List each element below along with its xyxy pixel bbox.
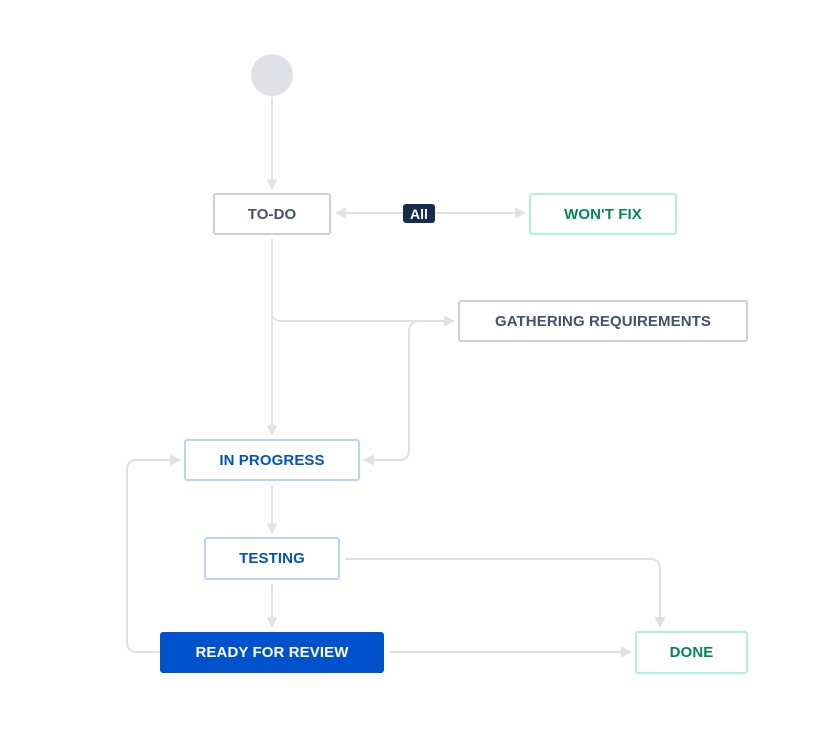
status-in-progress-label: IN PROGRESS [219,451,325,469]
start-node [251,54,293,96]
status-done[interactable]: DONE [635,631,748,674]
status-gathering-requirements-label: GATHERING REQUIREMENTS [494,312,712,330]
status-done-label: DONE [669,644,714,661]
status-todo[interactable]: TO-DO [213,193,331,235]
status-ready-for-review-label: READY FOR REVIEW [195,644,349,661]
status-gathering-requirements[interactable]: GATHERING REQUIREMENTS [458,300,748,342]
transition-gathering-to-inprogress[interactable] [362,320,421,466]
status-wont-fix[interactable]: WON'T FIX [529,193,677,235]
transition-testing-to-done[interactable] [345,558,666,629]
status-testing[interactable]: TESTING [204,537,340,580]
transition-todo-to-gathering[interactable] [271,311,456,327]
status-ready-for-review[interactable]: READY FOR REVIEW [160,632,384,673]
status-wont-fix-label: WON'T FIX [564,205,642,223]
status-testing-label: TESTING [239,550,305,567]
transition-review-to-inprogress[interactable] [126,454,182,653]
status-in-progress[interactable]: IN PROGRESS [184,439,360,481]
status-todo-label: TO-DO [247,205,297,223]
global-transition-badge[interactable]: All [403,204,435,223]
